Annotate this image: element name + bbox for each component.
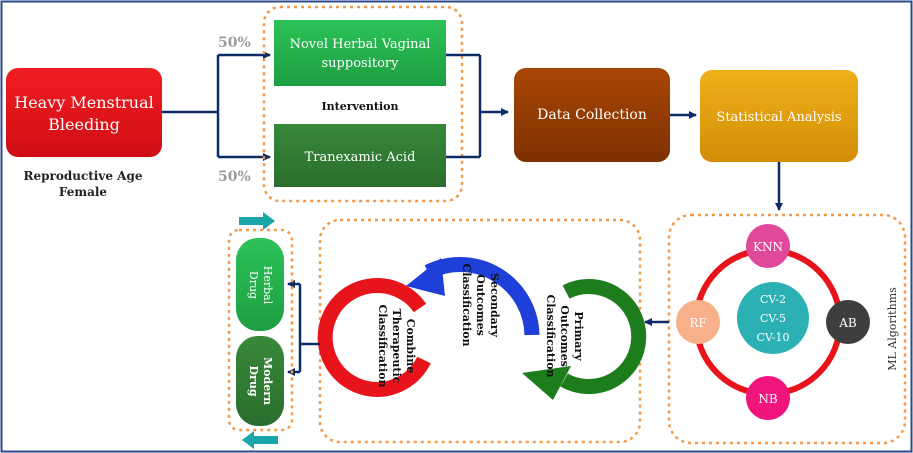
- split-bottom-label: 50%: [218, 169, 251, 185]
- herbal-drug-line1: Herbal: [261, 266, 274, 305]
- rf-node: RF: [676, 300, 720, 344]
- ml-algorithms-label: ML Algorithms: [886, 287, 899, 371]
- teal-arrow-left-icon: [242, 431, 278, 449]
- nb-label: NB: [758, 392, 778, 406]
- data-collection-label: Data Collection: [537, 107, 647, 123]
- ml-group: [667, 213, 907, 445]
- combine-therapeutic-arc: [317, 278, 431, 397]
- tranexamic-label: Tranexamic Acid: [305, 150, 416, 165]
- primary-outcomes-arc: [522, 279, 647, 400]
- primary-outcomes-text: Primary Outcomes Classification: [544, 294, 585, 377]
- combine-line1: Combine: [404, 319, 417, 374]
- intervention-label: Intervention: [322, 100, 399, 113]
- herbal-drug-line2: Drug: [247, 271, 260, 299]
- drug-connector: [287, 280, 320, 376]
- drug-group: [227, 228, 294, 432]
- hmb-box: Heavy Menstrual Bleeding: [6, 68, 162, 157]
- secondary-outcomes-arc: [406, 257, 540, 336]
- modern-drug-pill: Modern Drug: [236, 336, 284, 426]
- split-connector: [162, 51, 271, 161]
- rf-label: RF: [689, 316, 706, 330]
- hmb-line2: Bleeding: [48, 115, 120, 134]
- modern-drug-line2: Drug: [247, 365, 260, 396]
- secondary-outcomes-text: Secondary Outcomes Classification: [460, 263, 501, 346]
- split-top-label: 50%: [218, 35, 251, 51]
- hmb-line1: Heavy Menstrual: [14, 93, 154, 112]
- cv-node: CV-2 CV-5 CV-10: [737, 282, 809, 354]
- knn-node: KNN: [746, 224, 790, 268]
- merge-connector: [446, 53, 509, 159]
- tranexamic-box: Tranexamic Acid: [274, 124, 446, 187]
- nb-node: NB: [746, 376, 790, 420]
- cv-10-label: CV-10: [756, 331, 789, 344]
- combine-line2: Therapeutic: [390, 309, 403, 384]
- cv-5-label: CV-5: [760, 312, 786, 325]
- herbal-suppository-box: Novel Herbal Vaginal suppository: [274, 20, 446, 86]
- combine-line3: Classification: [376, 304, 389, 387]
- primary-line3: Classification: [544, 294, 557, 377]
- teal-arrow-right-icon: [239, 212, 275, 230]
- secondary-line1: Secondary: [488, 273, 501, 338]
- knn-label: KNN: [753, 240, 783, 254]
- secondary-line3: Classification: [460, 263, 473, 346]
- combine-therapeutic-text: Combine Therapeutic Classification: [376, 304, 417, 387]
- cv-2-label: CV-2: [760, 293, 786, 306]
- ab-label: AB: [838, 316, 857, 330]
- population-line1: Reproductive Age: [24, 169, 143, 183]
- data-collection-box: Data Collection: [514, 68, 670, 162]
- primary-line1: Primary: [572, 311, 585, 361]
- herbal-suppository-line1: Novel Herbal Vaginal: [290, 37, 431, 52]
- population-line2: Female: [59, 185, 108, 199]
- herbal-suppository-line2: suppository: [322, 56, 400, 71]
- herbal-drug-pill: Herbal Drug: [236, 238, 284, 331]
- statistical-analysis-label: Statistical Analysis: [716, 110, 841, 125]
- ab-node: AB: [826, 300, 870, 344]
- primary-line2: Outcomes: [558, 305, 571, 367]
- statistical-analysis-box: Statistical Analysis: [700, 70, 858, 162]
- secondary-line2: Outcomes: [474, 274, 487, 336]
- modern-drug-line1: Modern: [261, 357, 274, 405]
